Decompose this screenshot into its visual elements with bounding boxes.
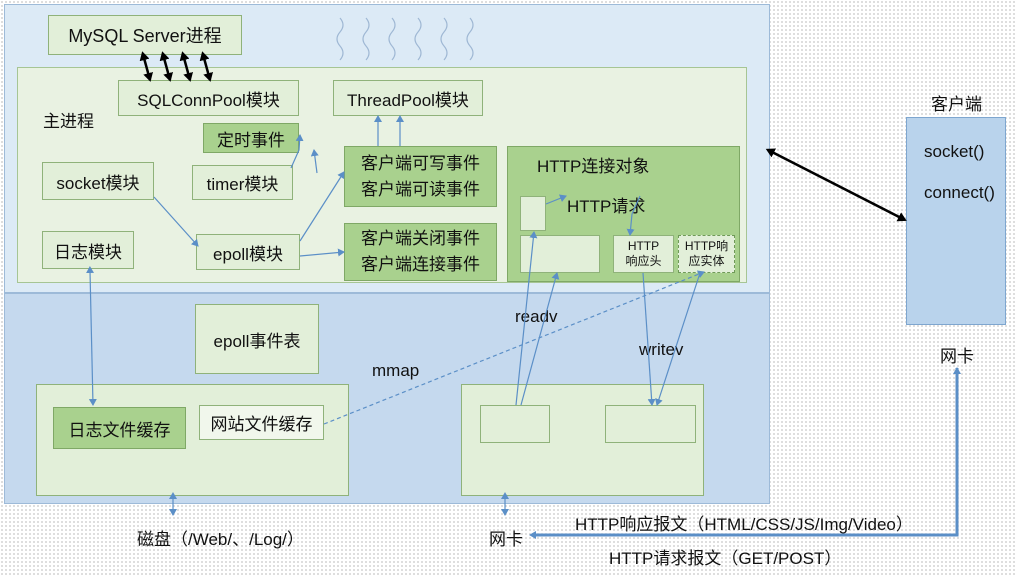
sqlconnpool-box: SQLConnPool模块 (118, 80, 299, 116)
server-nic-label: 网卡 (489, 530, 523, 549)
http-response-header-box: HTTP 响应头 (613, 235, 674, 273)
log-file-cache-box: 日志文件缓存 (53, 407, 186, 449)
client-readable-label: 客户端可读事件 (361, 179, 480, 199)
mysql-server-label: MySQL Server进程 (68, 26, 222, 46)
http-request-small-box (520, 196, 546, 231)
socket-call-label: socket() (924, 142, 985, 161)
http-request-msg-label: HTTP请求报文（GET/POST） (609, 549, 842, 568)
timer-module-box: timer模块 (192, 165, 293, 200)
log-file-cache-label: 日志文件缓存 (68, 420, 171, 440)
write-buffer-box (605, 405, 696, 443)
threadpool-box: ThreadPool模块 (333, 80, 483, 116)
epoll-event-table-label: epoll事件表 (213, 331, 301, 351)
read-buffer-box (480, 405, 550, 443)
client-rw-events-box: 客户端可写事件 客户端可读事件 (344, 146, 497, 207)
site-file-cache-box: 网站文件缓存 (199, 405, 324, 440)
writev-label: writev (639, 340, 684, 359)
client-label: 客户端 (931, 95, 982, 114)
threadpool-label: ThreadPool模块 (347, 90, 469, 110)
sqlconnpool-label: SQLConnPool模块 (137, 90, 280, 110)
client-writable-label: 客户端可写事件 (361, 153, 480, 173)
connect-call-label: connect() (924, 183, 995, 202)
log-module-label: 日志模块 (54, 242, 122, 262)
http-request-label: HTTP请求 (567, 197, 646, 216)
mysql-server-box: MySQL Server进程 (48, 15, 242, 55)
http-request-buffer-box (520, 235, 600, 273)
socket-module-label: socket模块 (56, 173, 140, 193)
epoll-module-box: epoll模块 (196, 234, 300, 270)
client-connect-label: 客户端连接事件 (361, 255, 480, 274)
http-response-body-box: HTTP响 应实体 (678, 235, 735, 273)
timer-module-label: timer模块 (206, 175, 279, 194)
epoll-event-table-box: epoll事件表 (195, 304, 319, 374)
http-response-body-label: HTTP响 应实体 (684, 239, 729, 268)
client-close-label: 客户端关闭事件 (361, 229, 480, 248)
http-conn-object-label: HTTP连接对象 (537, 157, 650, 176)
client-nic-label: 网卡 (940, 347, 974, 366)
main-process-label: 主进程 (43, 112, 94, 131)
socket-module-box: socket模块 (42, 162, 154, 200)
client-cc-events-box: 客户端关闭事件 客户端连接事件 (344, 223, 497, 281)
http-response-header-label: HTTP 响应头 (625, 239, 662, 268)
timer-event-box: 定时事件 (203, 123, 299, 153)
disk-label: 磁盘（/Web/、/Log/） (137, 530, 304, 549)
log-module-box: 日志模块 (42, 231, 134, 269)
timer-event-label: 定时事件 (217, 130, 285, 150)
mmap-label: mmap (372, 361, 420, 380)
server-client-arrow (765, 148, 907, 222)
epoll-module-label: epoll模块 (213, 244, 283, 264)
http-response-msg-label: HTTP响应报文（HTML/CSS/JS/Img/Video） (575, 515, 913, 534)
readv-label: readv (515, 307, 558, 326)
site-file-cache-label: 网站文件缓存 (210, 415, 313, 434)
